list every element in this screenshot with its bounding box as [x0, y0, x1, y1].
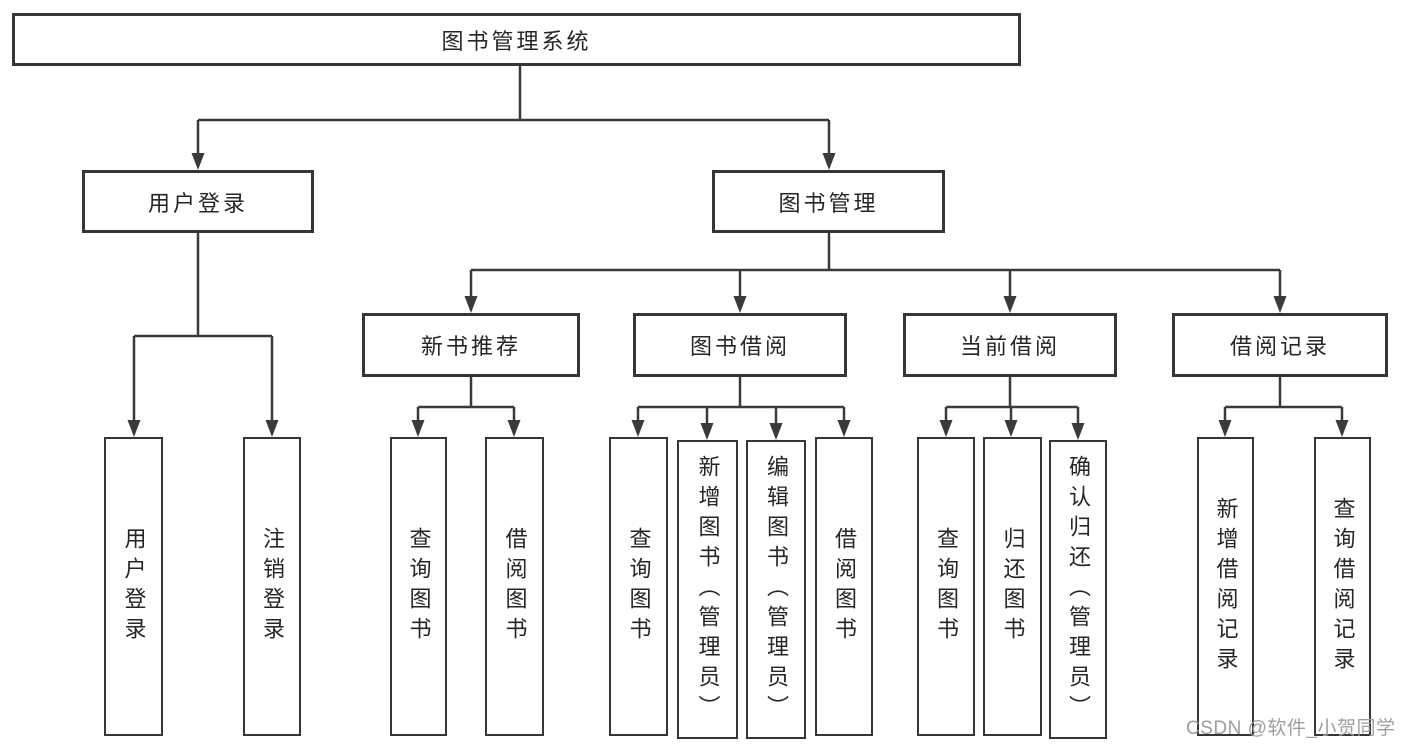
arrow-down-icon: [1071, 423, 1085, 440]
node-user-login: 用户登录: [82, 170, 314, 233]
node-book-borrowing: 图书借阅: [633, 313, 847, 377]
leaf-br-add-record: 新增借阅记录: [1197, 437, 1254, 736]
leaf-bb-add-books-admin: 新增图书（管理员）: [677, 440, 738, 739]
leaf-rec-borrow-books-label: 借阅图书: [502, 526, 528, 647]
arrow-down-icon: [939, 420, 953, 437]
arrow-down-icon: [1335, 420, 1349, 437]
leaf-bb-edit-books-admin-label: 编辑图书（管理员）: [764, 454, 789, 725]
node-book-management-label: 图书管理: [778, 190, 879, 216]
leaf-user-login: 用户登录: [104, 437, 163, 736]
leaf-rec-query-books-label: 查询图书: [406, 526, 432, 647]
arrow-down-icon: [769, 423, 783, 440]
arrow-down-icon: [127, 420, 141, 437]
leaf-bb-add-books-admin-label: 新增图书（管理员）: [695, 454, 721, 725]
node-current-borrowing: 当前借阅: [903, 313, 1117, 377]
arrow-down-icon: [1218, 420, 1232, 437]
arrow-down-icon: [822, 153, 836, 170]
leaf-cb-return-books: 归还图书: [983, 437, 1042, 736]
arrow-down-icon: [837, 420, 851, 437]
arrow-down-icon: [411, 420, 425, 437]
arrow-down-icon: [700, 423, 714, 440]
arrow-down-icon: [1003, 296, 1017, 313]
leaf-bb-borrow-books: 借阅图书: [815, 437, 873, 736]
arrow-down-icon: [1004, 420, 1018, 437]
arrow-down-icon: [631, 420, 645, 437]
leaf-bb-edit-books-admin: 编辑图书（管理员）: [746, 440, 806, 739]
arrow-down-icon: [191, 153, 205, 170]
node-borrowing-records: 借阅记录: [1172, 313, 1388, 377]
leaf-cb-query-books-label: 查询图书: [934, 526, 959, 647]
leaf-br-query-record-label: 查询借阅记录: [1330, 496, 1356, 677]
node-new-book-recommend: 新书推荐: [362, 313, 580, 377]
node-borrowing-records-label: 借阅记录: [1229, 334, 1330, 359]
leaf-br-add-record-label: 新增借阅记录: [1213, 496, 1239, 677]
arrow-down-icon: [464, 296, 478, 313]
watermark: CSDN @软件_小贺同学: [1186, 718, 1396, 739]
leaf-br-query-record: 查询借阅记录: [1314, 437, 1371, 736]
arrow-down-icon: [1273, 296, 1287, 313]
leaf-cb-return-books-label: 归还图书: [1000, 526, 1026, 647]
leaf-user-login-label: 用户登录: [121, 526, 147, 647]
node-book-management: 图书管理: [712, 170, 945, 233]
arrowheads: [127, 153, 1349, 440]
leaf-cb-query-books: 查询图书: [917, 437, 975, 736]
arrow-down-icon: [733, 296, 747, 313]
arrow-down-icon: [265, 420, 279, 437]
leaf-logout: 注销登录: [243, 437, 301, 736]
leaf-cb-confirm-return-admin-label: 确认归还（管理员）: [1066, 454, 1091, 725]
arrow-down-icon: [507, 420, 521, 437]
leaf-logout-label: 注销登录: [260, 526, 285, 647]
leaf-bb-query-books: 查询图书: [609, 437, 668, 736]
node-new-book-recommend-label: 新书推荐: [420, 334, 521, 359]
node-book-borrowing-label: 图书借阅: [689, 334, 790, 359]
leaf-bb-borrow-books-label: 借阅图书: [832, 526, 857, 647]
leaf-bb-query-books-label: 查询图书: [626, 526, 652, 647]
leaf-rec-query-books: 查询图书: [390, 437, 447, 736]
node-current-borrowing-label: 当前借阅: [959, 334, 1060, 359]
leaf-cb-confirm-return-admin: 确认归还（管理员）: [1049, 440, 1107, 739]
leaf-rec-borrow-books: 借阅图书: [485, 437, 544, 736]
node-library-system: 图书管理系统: [12, 13, 1021, 66]
node-user-login-label: 用户登录: [147, 190, 248, 216]
node-library-system-label: 图书管理系统: [441, 28, 592, 54]
